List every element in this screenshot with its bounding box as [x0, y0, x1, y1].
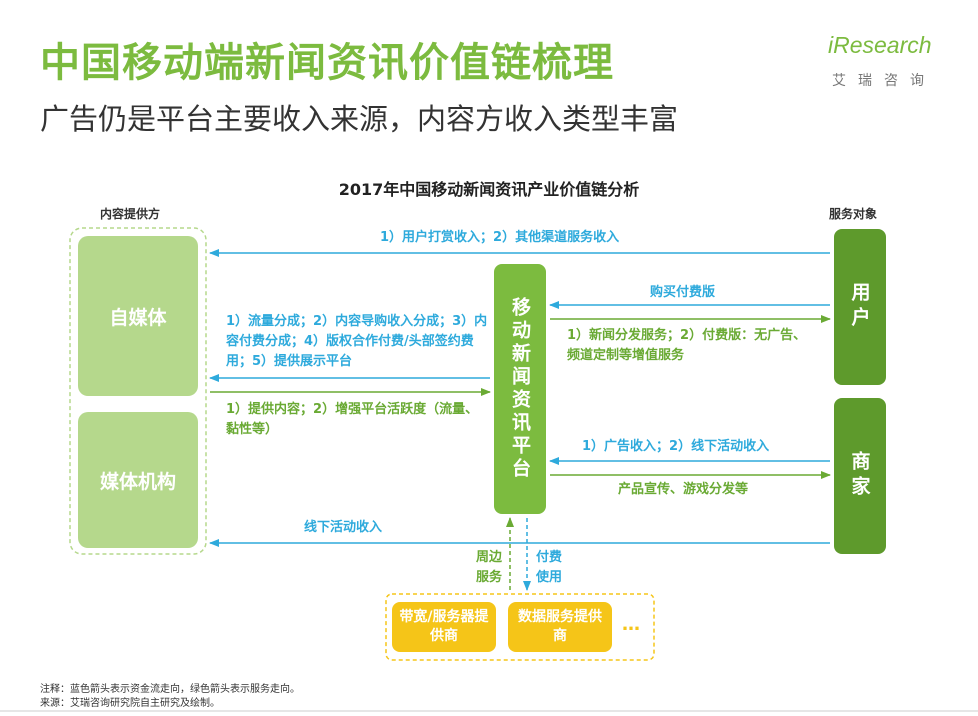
bandwidth-provider-label: 带宽/服务器提供商 — [399, 609, 489, 644]
bandwidth-provider-box: 带宽/服务器提供商 — [392, 602, 496, 652]
flow-label-platform-to-supplier: 付费使用 — [535, 550, 562, 585]
merchant-label: 商家 — [848, 451, 871, 501]
page-subtitle: 广告仍是平台主要收入来源，内容方收入类型丰富 — [40, 102, 679, 136]
merchant-box: 商家 — [834, 398, 886, 554]
flow-label-user-to-platform: 购买付费版 — [650, 285, 716, 300]
flow-label-platform-to-merchant: 产品宣传、游戏分发等 — [618, 482, 749, 497]
diagram-title: 2017年中国移动新闻资讯产业价值链分析 — [338, 180, 640, 199]
flow-label-provider-to-platform: 1）提供内容；2）增强平台活跃度（流量、黏性等） — [226, 402, 479, 437]
brand-logo: iResearch — [828, 32, 932, 58]
bottom-divider — [0, 710, 978, 712]
platform-label: 移动新闻资讯平台 — [509, 297, 531, 481]
flow-label-platform-to-provider: 1）流量分成；2）内容导购收入分成；3）内容付费分成；4）版权合作付费/头部签约… — [226, 314, 488, 369]
content-provider-group-frame — [69, 227, 207, 555]
page-title: 中国移动端新闻资讯价值链梳理 — [40, 40, 614, 86]
media-org-label: 媒体机构 — [99, 470, 176, 493]
user-label: 用户 — [848, 282, 871, 332]
footnote-note: 注释：蓝色箭头表示资金流走向，绿色箭头表示服务走向。 — [40, 684, 300, 695]
user-box: 用户 — [834, 229, 886, 385]
flow-label-merchant-to-provider: 线下活动收入 — [304, 520, 383, 535]
content-provider-label: 内容提供方 — [100, 207, 161, 221]
flow-label-user-to-provider: 1）用户打赏收入；2）其他渠道服务收入 — [380, 230, 620, 245]
platform-box: 移动新闻资讯平台 — [494, 264, 546, 514]
flow-label-supplier-to-platform: 周边服务 — [475, 550, 502, 585]
self-media-label: 自媒体 — [109, 306, 167, 329]
self-media-box: 自媒体 — [78, 236, 198, 396]
flow-label-platform-to-user: 1）新闻分发服务；2）付费版：无广告、频道定制等增值服务 — [567, 328, 807, 363]
data-service-provider-box: 数据服务提供商 — [508, 602, 612, 652]
data-service-provider-label: 数据服务提供商 — [518, 609, 602, 644]
footnote-source: 来源：艾瑞咨询研究院自主研究及绘制。 — [40, 698, 220, 709]
supplier-group-frame — [385, 593, 655, 661]
media-org-box: 媒体机构 — [78, 412, 198, 548]
brand-logo-subtitle: 艾瑞咨询 — [832, 73, 936, 89]
service-target-label: 服务对象 — [829, 207, 878, 221]
more-suppliers-ellipsis: … — [622, 614, 640, 635]
flow-label-merchant-to-platform: 1）广告收入；2）线下活动收入 — [582, 439, 770, 454]
